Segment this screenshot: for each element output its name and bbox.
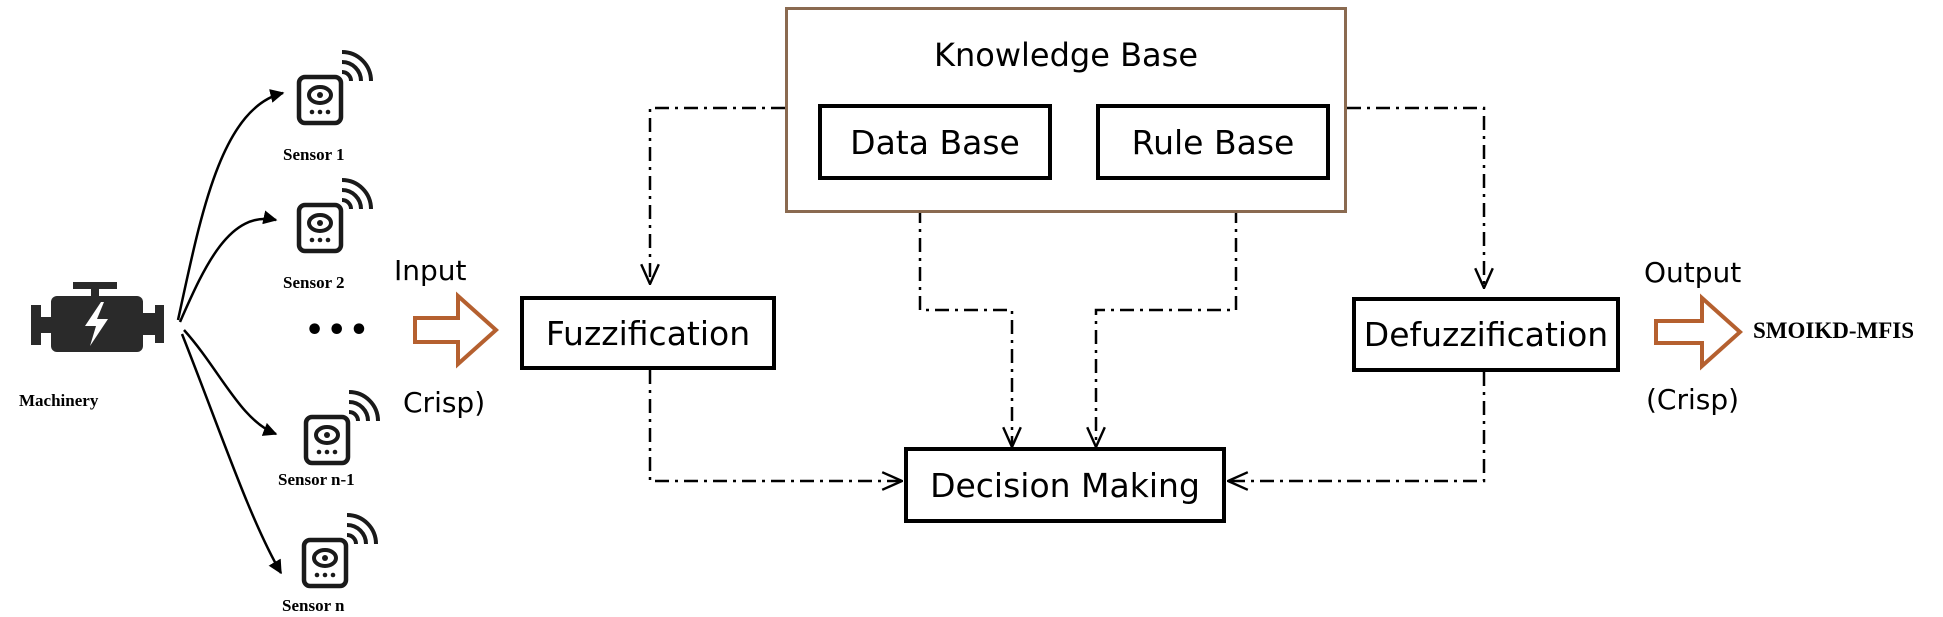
knowledge-base-title: Knowledge Base [934, 36, 1198, 74]
machinery-to-sensor-n-1-link [183, 329, 278, 436]
output-hollow-arrow-icon [1654, 293, 1743, 371]
decision-making-box: Decision Making [904, 447, 1226, 523]
sensor-label: Sensor n-1 [278, 470, 355, 489]
machinery-to-sensor-1-link [176, 89, 285, 321]
defuzzification-box: Defuzzification [1352, 297, 1620, 372]
input-crisp-label: Crisp) [403, 386, 486, 419]
machinery-to-sensor-2-link [178, 210, 278, 323]
fuzzification-box: Fuzzification [520, 296, 776, 370]
kb-to-defuzzification-connector [1347, 106, 1484, 288]
decision-making-label: Decision Making [930, 465, 1200, 505]
data-base-label: Data Base [850, 122, 1020, 162]
database-to-decision-connector [918, 180, 1012, 447]
fuzzification-to-decision-connector [648, 370, 902, 481]
sensor-ellipsis: ••• [305, 313, 372, 348]
output-label: Output [1644, 256, 1742, 289]
rulebase-to-decision-connector [1096, 180, 1238, 447]
defuzzification-label: Defuzzification [1363, 315, 1609, 354]
sensor-label: Sensor 1 [283, 145, 345, 164]
engine-icon [31, 282, 164, 352]
rule-base-label: Rule Base [1131, 122, 1295, 162]
fuzzification-label: Fuzzification [545, 313, 751, 353]
sensor-label: Sensor 2 [283, 273, 345, 292]
lightning-bolt-icon [85, 302, 108, 346]
input-hollow-arrow-icon [413, 291, 499, 369]
output-target-label: SMOIKD-MFIS [1753, 318, 1914, 343]
output-crisp-label: (Crisp) [1646, 383, 1740, 416]
machinery-label: Machinery [19, 391, 99, 410]
input-label: Input [394, 254, 467, 287]
rule-base-box: Rule Base [1096, 104, 1330, 180]
kb-to-fuzzification-connector [650, 106, 785, 284]
data-base-box: Data Base [818, 104, 1052, 180]
sensor-label: Sensor n [282, 596, 345, 615]
machinery-to-sensor-n-link [180, 333, 283, 575]
defuzzification-to-decision-connector [1228, 372, 1486, 481]
